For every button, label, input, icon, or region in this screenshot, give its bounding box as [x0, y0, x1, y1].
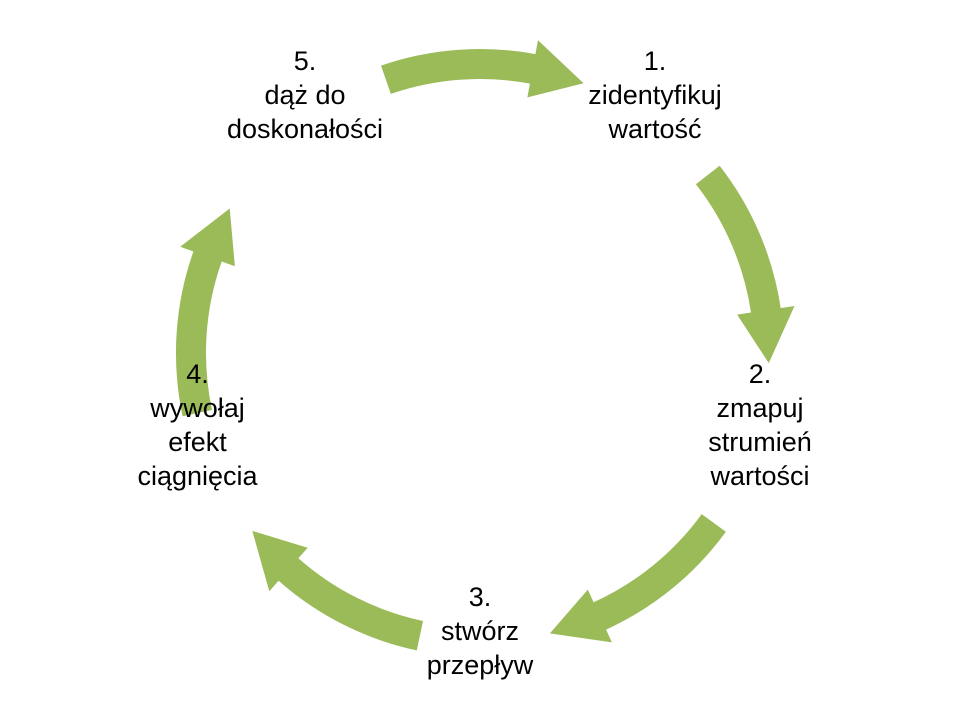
step-5-text-line-2: doskonałości [226, 114, 384, 144]
step-1-number: 1. [643, 46, 667, 76]
step-5-label: 5. dąż do doskonałości [210, 44, 400, 146]
step-3-text-line-2: przepływ [426, 650, 534, 680]
step-2-label: 2. zmapuj strumień wartości [690, 357, 830, 493]
step-3-number: 3. [468, 582, 492, 612]
step-4-number: 4. [186, 359, 209, 389]
step-2-text-line-2: strumień [708, 427, 812, 457]
step-1-text-line-1: zidentyfikuj [588, 80, 722, 110]
arrow-3-to-4-icon [252, 530, 423, 651]
step-1-label: 1. zidentyfikuj wartość [580, 44, 730, 146]
step-4-text-line-2: efekt [168, 427, 227, 457]
step-4-text-line-3: ciągnięcia [137, 461, 258, 491]
arrow-1-to-2-icon [695, 165, 795, 364]
step-1-text-line-2: wartość [608, 114, 702, 144]
arrow-4-to-5-icon [175, 208, 235, 417]
step-2-number: 2. [748, 359, 772, 389]
step-5-text-line-1: dąż do [264, 80, 346, 110]
step-2-text-line-1: zmapuj [716, 393, 804, 423]
step-4-text-line-1: wywołaj [150, 393, 245, 423]
step-5-number: 5. [293, 46, 317, 76]
step-2-text-line-3: wartości [710, 461, 810, 491]
step-3-label: 3. stwórz przepływ [410, 580, 550, 682]
step-4-label: 4. wywołaj efekt ciągnięcia [125, 357, 270, 493]
arrow-5-to-1-icon [381, 40, 584, 98]
step-3-text-line-1: stwórz [440, 616, 519, 646]
arrow-2-to-3-icon [549, 514, 726, 643]
